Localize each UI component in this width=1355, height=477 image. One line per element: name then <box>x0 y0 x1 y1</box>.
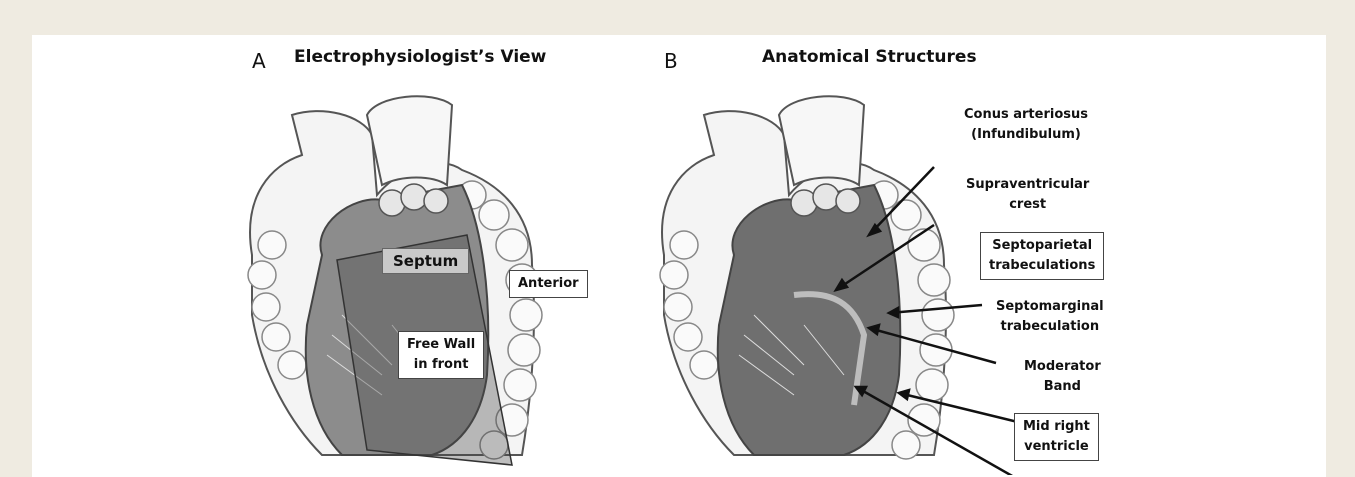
anterior-label: Anterior <box>509 270 588 298</box>
midright-line-2: ventricle <box>1023 437 1090 457</box>
supra-line-2: crest <box>966 195 1089 215</box>
free-wall-line-2: in front <box>407 355 475 375</box>
panel-a: A Electrophysiologist’s View <box>232 35 652 477</box>
supraventricular-crest-label: Supraventricular crest <box>966 175 1089 215</box>
heart-illustration-a <box>232 75 652 475</box>
conus-line-1: Conus arteriosus <box>964 105 1088 125</box>
septum-text: Septum <box>393 252 458 270</box>
panel-a-title: Electrophysiologist’s View <box>294 47 546 67</box>
septomarginal-label: Septomarginal trabeculation <box>996 297 1104 337</box>
figure-card: A Electrophysiologist’s View <box>32 35 1326 477</box>
moderator-band-label: Moderator Band <box>1024 357 1101 397</box>
panel-a-letter: A <box>252 49 266 73</box>
mid-right-ventricle-label: Mid right ventricle <box>1014 413 1099 461</box>
anterior-text: Anterior <box>518 276 579 291</box>
septoparietal-line-2: trabeculations <box>989 256 1095 276</box>
supra-line-1: Supraventricular <box>966 175 1089 195</box>
moderator-line-1: Moderator <box>1024 357 1101 377</box>
septum-label: Septum <box>382 248 469 274</box>
septomarginal-line-1: Septomarginal <box>996 297 1104 317</box>
conus-arteriosus-label: Conus arteriosus (Infundibulum) <box>964 105 1088 145</box>
moderator-line-2: Band <box>1024 377 1101 397</box>
free-wall-line-1: Free Wall <box>407 335 475 355</box>
free-wall-label: Free Wall in front <box>398 331 484 379</box>
midright-line-1: Mid right <box>1023 417 1090 437</box>
conus-line-2: (Infundibulum) <box>964 125 1088 145</box>
panel-b-letter: B <box>664 49 678 73</box>
septoparietal-line-1: Septoparietal <box>989 236 1095 256</box>
septomarginal-line-2: trabeculation <box>996 317 1104 337</box>
panel-b-title: Anatomical Structures <box>762 47 977 67</box>
septoparietal-label: Septoparietal trabeculations <box>980 232 1104 280</box>
panel-b: B Anatomical Structures <box>644 35 1064 477</box>
